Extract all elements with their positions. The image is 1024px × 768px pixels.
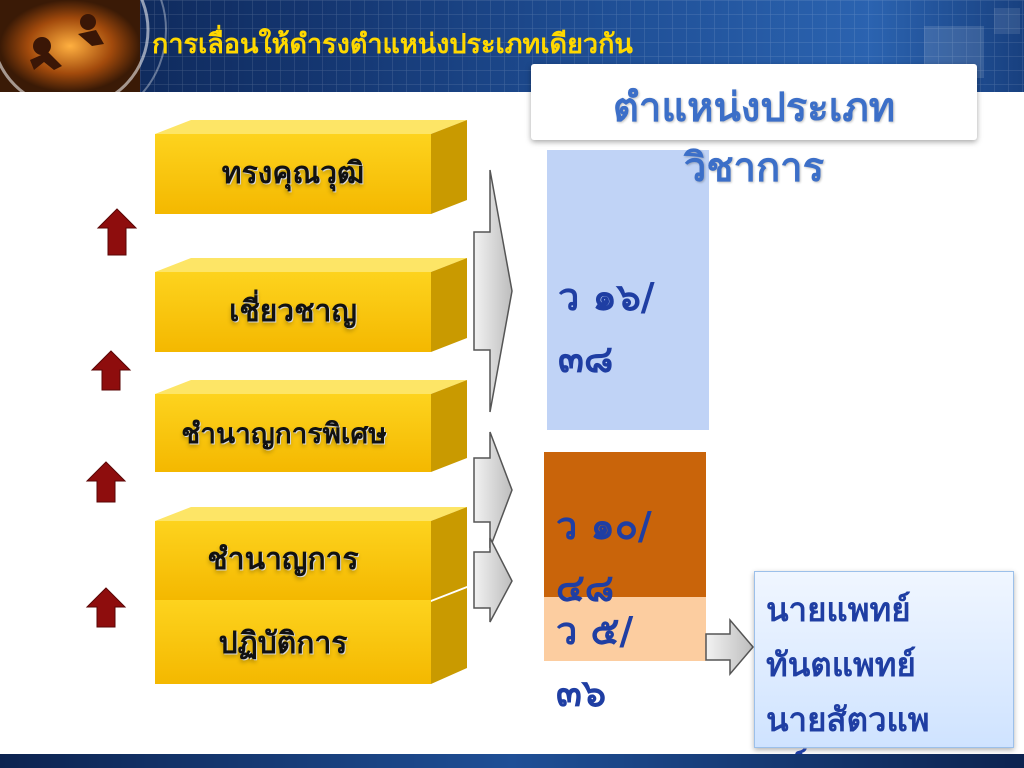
level-slabs bbox=[85, 120, 467, 684]
column-senior-levels bbox=[547, 150, 709, 430]
circular-code-2-line1: ว ๑๐/ bbox=[556, 504, 652, 548]
level-label-3: ชำนาญการพิเศษ bbox=[181, 417, 387, 450]
up-arrow-icon bbox=[85, 587, 127, 628]
category-title: ตำแหน่งประเภท วิชาการ bbox=[531, 78, 977, 198]
slab-level-5 bbox=[155, 588, 467, 684]
circular-code-2: ว ๑๐/ ๔๘ bbox=[556, 495, 652, 619]
up-arrow-icon bbox=[90, 350, 132, 391]
level-label-4: ชำนาญการ bbox=[207, 542, 359, 577]
profession-item: ทย์ bbox=[766, 740, 807, 754]
page-title: การเลื่อนให้ดำรงตำแหน่งประเภทเดียวกัน bbox=[152, 29, 633, 60]
column-entry-level bbox=[544, 597, 706, 661]
professions-box bbox=[754, 571, 1014, 748]
category-box bbox=[531, 64, 977, 140]
right-arrow-icon bbox=[473, 537, 513, 623]
category-title-line2: วิชาการ bbox=[683, 145, 825, 191]
circular-code-1-line1: ว ๑๖/ bbox=[558, 275, 655, 319]
circular-code-3-line1: ว ๕/ bbox=[556, 609, 634, 653]
right-arrow-icon bbox=[473, 431, 513, 549]
up-arrow-icon bbox=[96, 208, 138, 256]
profession-item: นายแพทย์ bbox=[766, 590, 911, 629]
profession-item: ทันตแพทย์ bbox=[766, 645, 916, 684]
level-label-5: ปฏิบัติการ bbox=[218, 626, 348, 661]
right-arrow-icon bbox=[473, 169, 513, 413]
footer-bar bbox=[0, 754, 1024, 768]
slab-level-3 bbox=[155, 380, 467, 472]
circular-code-1: ว ๑๖/ ๓๘ bbox=[558, 266, 655, 390]
circular-code-3: ว ๕/ ๓๖ bbox=[556, 600, 633, 724]
up-arrow-icon bbox=[85, 461, 127, 503]
right-arrow-icon bbox=[705, 617, 754, 677]
level-label-2: เชี่ยวชาญ bbox=[229, 294, 357, 329]
slab-level-4 bbox=[155, 507, 467, 600]
circular-code-1-line2: ๓๘ bbox=[558, 337, 614, 381]
header-banner: การเลื่อนให้ดำรงตำแหน่งประเภทเดียวกัน bbox=[0, 0, 1024, 92]
profession-item: นายสัตวแพ bbox=[766, 700, 930, 739]
circular-code-2-line2: ๔๘ bbox=[556, 566, 615, 610]
column-mid-levels bbox=[544, 452, 706, 597]
circular-code-3-line2: ๓๖ bbox=[556, 671, 607, 715]
slab-level-1 bbox=[155, 120, 467, 214]
slab-level-2 bbox=[155, 258, 467, 352]
level-label-1: ทรงคุณวุฒิ bbox=[221, 156, 365, 191]
category-title-line1: ตำแหน่งประเภท bbox=[612, 85, 896, 131]
